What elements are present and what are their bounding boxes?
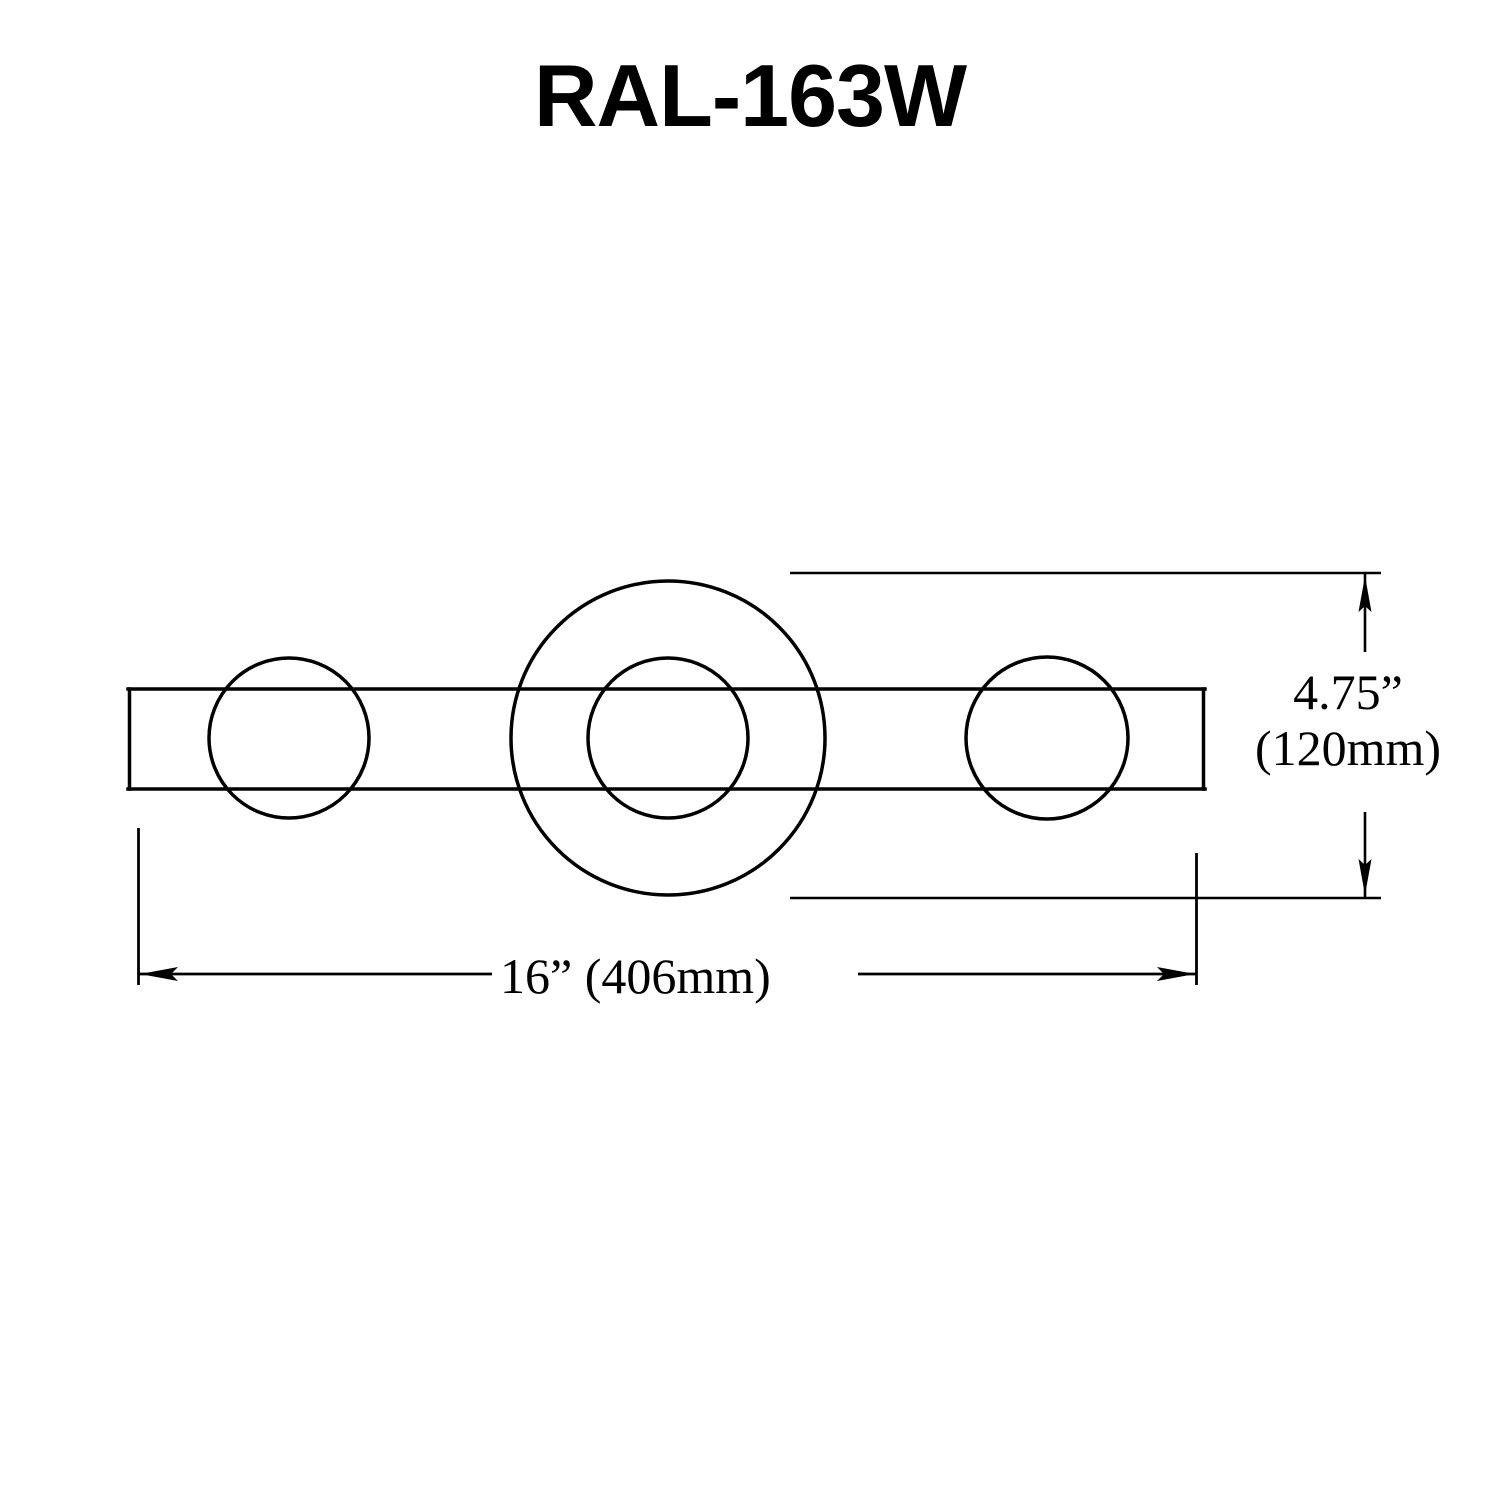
horizontal-dim-arrowhead-left [140, 967, 178, 981]
left-shade-circle [207, 656, 371, 820]
vertical-dimension-imperial: 4.75” [1293, 664, 1403, 720]
fixture-bar-group [126, 687, 1207, 791]
vertical-dim-arrowhead-top [1358, 576, 1372, 612]
horizontal-dimension-label: 16” (406mm) [500, 948, 771, 1004]
horizontal-dim-arrowhead-right [1157, 967, 1195, 981]
vertical-dimension-group [790, 571, 1381, 900]
center-shade-circle [586, 656, 750, 820]
right-shade-circle [964, 655, 1130, 821]
vertical-dimension-metric: (120mm) [1254, 720, 1442, 776]
vertical-dimension-label: 4.75” (120mm) [1232, 664, 1464, 776]
horizontal-dimension-group [137, 828, 1198, 985]
center-backplate-circle [509, 579, 827, 897]
vertical-dim-arrowhead-bottom [1358, 859, 1372, 895]
page-title: RAL-163W [533, 46, 967, 145]
